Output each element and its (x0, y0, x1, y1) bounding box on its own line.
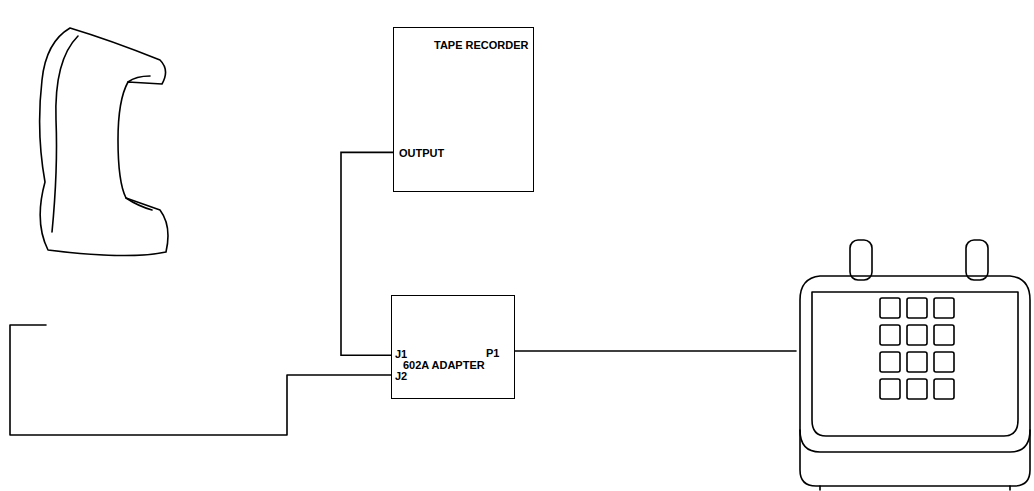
handset-detail (126, 198, 152, 210)
port-label: J1 (395, 349, 407, 360)
handset-detail (128, 76, 150, 82)
keypad-button (934, 325, 954, 345)
keypad-button (907, 379, 927, 399)
phone-cord (514, 350, 796, 352)
keypad-button (880, 379, 900, 399)
keypad-button (907, 325, 927, 345)
telephone-handset (40, 28, 168, 256)
device-title: 602A ADAPTER (403, 360, 485, 371)
keypad-button (934, 298, 954, 318)
keypad-button (907, 298, 927, 318)
port-label: J2 (395, 371, 407, 382)
keypad-button (934, 352, 954, 372)
device-box: J1602A ADAPTERP1J2 (391, 295, 515, 399)
device-title: TAPE RECORDER (434, 40, 529, 51)
keypad-button (880, 352, 900, 372)
keypad-button (880, 298, 900, 318)
handset-detail (52, 36, 78, 232)
keypad-button (907, 352, 927, 372)
port-label: OUTPUT (399, 148, 444, 159)
port-label: P1 (486, 348, 499, 359)
signal-cable (341, 152, 393, 355)
keypad-button (934, 379, 954, 399)
telephone-set (800, 240, 1030, 490)
device-box: TAPE RECORDER OUTPUT (393, 27, 534, 192)
handset-cord (10, 325, 391, 435)
keypad-button (880, 325, 900, 345)
